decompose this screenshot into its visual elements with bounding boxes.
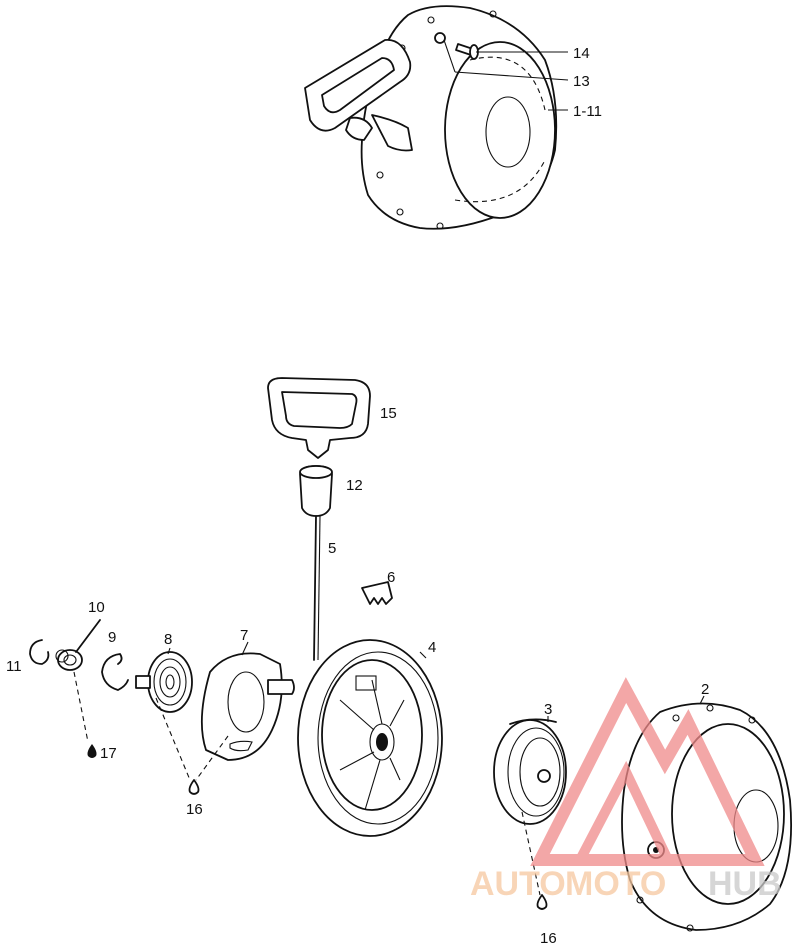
grease-drop-16-right bbox=[536, 894, 548, 910]
watermark-text-moto: MOTO bbox=[565, 865, 666, 903]
part-10-friction-spring bbox=[55, 619, 101, 671]
part-9-circlip bbox=[101, 653, 129, 691]
part-12-rope-guide bbox=[299, 465, 333, 517]
top-handle bbox=[304, 39, 412, 141]
part-15-handle bbox=[267, 377, 371, 459]
automotohub-logo bbox=[530, 677, 765, 866]
part-11-retaining-clip bbox=[29, 639, 50, 665]
callout-5: 5 bbox=[328, 540, 336, 557]
callout-8: 8 bbox=[164, 631, 172, 648]
callout-14: 14 bbox=[573, 45, 590, 62]
part-7-spring-housing bbox=[200, 652, 295, 761]
callout-16-left: 16 bbox=[186, 801, 203, 818]
callout-7: 7 bbox=[240, 627, 248, 644]
callout-9: 9 bbox=[108, 629, 116, 646]
part-6-pawl bbox=[361, 581, 393, 605]
part-5-rope bbox=[313, 515, 317, 661]
callout-3: 3 bbox=[544, 701, 552, 718]
callout-6: 6 bbox=[387, 569, 395, 586]
part-4-pulley bbox=[297, 639, 443, 837]
callout-10: 10 bbox=[88, 599, 105, 616]
callout-15: 15 bbox=[380, 405, 397, 422]
callout-17: 17 bbox=[100, 745, 117, 762]
automotohub-watermark: AUTO MOTO HUB bbox=[470, 677, 782, 903]
part-3-guide bbox=[493, 718, 567, 825]
grease-drop-17 bbox=[87, 744, 97, 758]
part-8-recoil-spring bbox=[135, 651, 193, 713]
callout-2: 2 bbox=[701, 681, 709, 698]
callout-1-11: 1-11 bbox=[573, 103, 602, 120]
grease-drop-16-left bbox=[188, 779, 200, 795]
callout-16-right: 16 bbox=[540, 930, 557, 947]
callout-4: 4 bbox=[428, 639, 436, 656]
callout-13: 13 bbox=[573, 73, 590, 90]
watermark-text-hub: HUB bbox=[708, 865, 782, 903]
callout-12: 12 bbox=[346, 477, 363, 494]
callout-11: 11 bbox=[6, 658, 22, 675]
watermark-text-auto: AUTO bbox=[470, 865, 566, 903]
assembled-rewind-starter bbox=[304, 5, 558, 230]
washer-13 bbox=[434, 32, 446, 44]
